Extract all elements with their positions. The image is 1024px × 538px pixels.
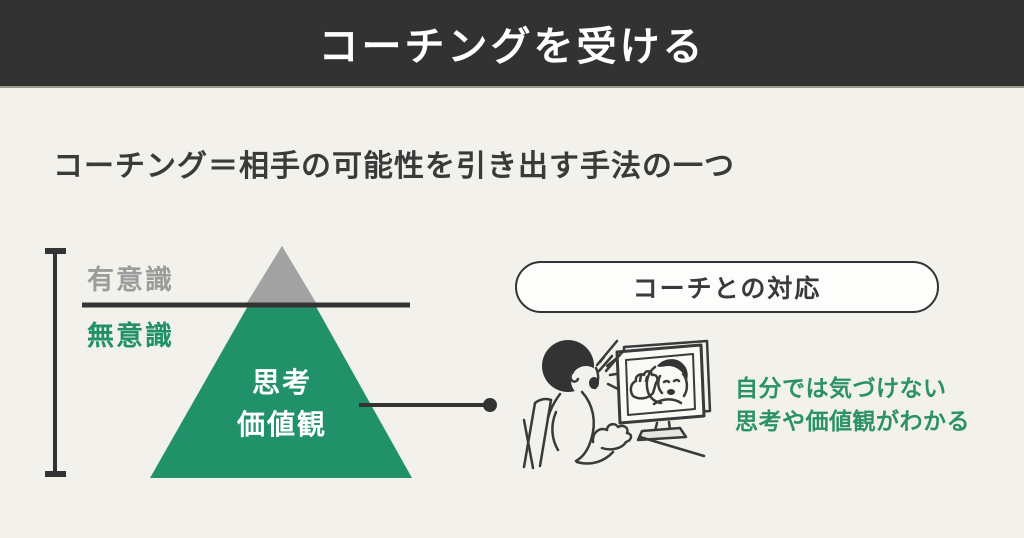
monitor-stand (636, 420, 688, 442)
pyramid-inner-labels: 思考 価値観 (237, 362, 327, 446)
page-title: コーチングを受ける (318, 25, 706, 69)
conscious-label: 有意識 (87, 265, 174, 295)
monitor (595, 339, 712, 425)
coach-interaction-pill: コーチとの対応 (515, 261, 939, 313)
coach-on-screen (629, 359, 689, 406)
unconscious-label: 無意識 (87, 321, 174, 351)
pyramid-conscious-area (245, 246, 318, 306)
coach-interaction-label: コーチとの対応 (632, 275, 822, 303)
person-talking (542, 340, 633, 465)
connector-dot (483, 398, 497, 412)
header-banner: コーチングを受ける (0, 0, 1024, 88)
pyramid-label-values: 価値観 (236, 409, 328, 440)
caption-line-1: 自分では気づけない (735, 375, 947, 401)
desk-line (638, 435, 706, 458)
subtitle-definition: コーチング＝相手の可能性を引き出す手法の一つ (53, 150, 735, 183)
scale-bracket (45, 248, 66, 477)
coach-benefit-caption: 自分では気づけない 思考や価値観がわかる (735, 372, 970, 438)
pyramid-label-thoughts: 思考 (251, 367, 313, 398)
pyramid-unconscious-area (150, 246, 412, 478)
video-call-illustration (522, 339, 712, 470)
caption-line-2: 思考や価値観がわかる (735, 408, 970, 434)
chair (522, 397, 553, 470)
